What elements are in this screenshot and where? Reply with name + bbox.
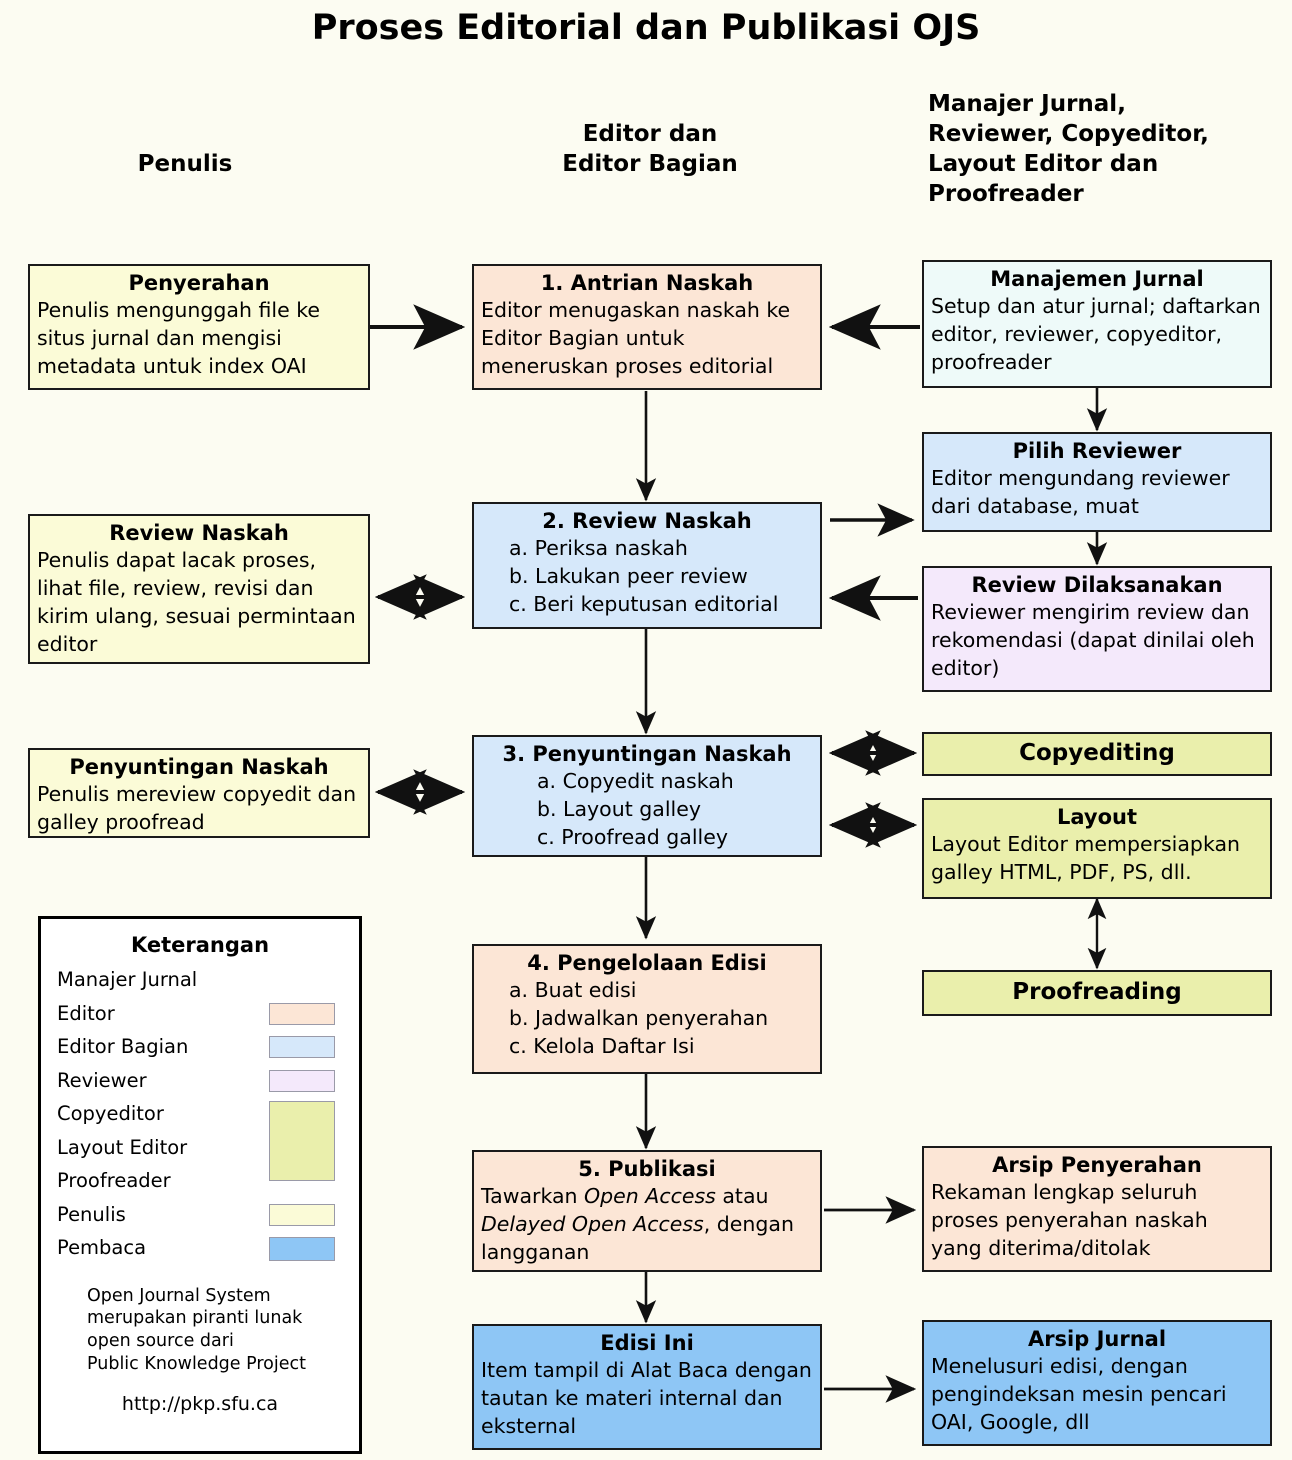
legend-row-manajer-jurnal: Manajer Jurnal <box>57 963 343 997</box>
legend-row-layout-editor: Layout Editor <box>57 1131 343 1165</box>
box-pilih-reviewer-body: Editor mengundang reviewer dari database… <box>931 466 1230 519</box>
legend-title: Keterangan <box>130 933 270 957</box>
box-penyerahan[interactable]: Penyerahan Penulis mengunggah file ke si… <box>28 264 370 390</box>
box-arsip-jurnal[interactable]: Arsip Jurnal Menelusuri edisi, dengan pe… <box>922 1320 1272 1446</box>
box-antrian-naskah[interactable]: 1. Antrian Naskah Editor menugaskan nask… <box>472 264 822 390</box>
box-arsip-jurnal-body: Menelusuri edisi, dengan pengindeksan me… <box>931 1354 1227 1435</box>
legend-swatch-editor-bagian <box>269 1036 335 1058</box>
box-publikasi-body: Tawarkan Open Access atau Delayed Open A… <box>481 1184 794 1265</box>
box-copyediting-title: Copyediting <box>1019 739 1175 766</box>
legend-row-label: Editor Bagian <box>57 1035 189 1058</box>
legend-row-editor-bagian: Editor Bagian <box>57 1030 343 1064</box>
legend-row-label: Editor <box>57 1001 115 1025</box>
box-review-naskah-title: 2. Review Naskah <box>542 509 752 533</box>
legend-swatch-reviewer <box>269 1069 335 1092</box>
legend-swatch-penulis <box>269 1203 335 1226</box>
legend-row-copyeditor: Copyeditor <box>57 1097 343 1131</box>
column-header-staff-label: Manajer Jurnal,Reviewer, Copyeditor,Layo… <box>928 91 1209 207</box>
box-review-dilaksanakan-body: Reviewer mengirim review dan rekomendasi… <box>931 600 1255 681</box>
box-pengelolaan-edisi-title: 4. Pengelolaan Edisi <box>527 951 767 975</box>
legend-swatch-copyeditor-layout-proofreader <box>269 1101 335 1181</box>
box-layout[interactable]: Layout Layout Editor mempersiapkan galle… <box>922 798 1272 899</box>
legend-swatch-pembaca <box>269 1237 335 1261</box>
box-manajemen-jurnal-body: Setup dan atur jurnal; daftarkan editor,… <box>931 294 1261 375</box>
box-review-dilaksanakan[interactable]: Review Dilaksanakan Reviewer mengirim re… <box>922 566 1272 692</box>
legend-row-label: Manajer Jurnal <box>57 968 198 991</box>
legend-row-editor: Editor <box>57 997 343 1031</box>
box-layout-body: Layout Editor mempersiapkan galley HTML,… <box>931 832 1241 885</box>
box-manajemen-jurnal-title: Manajemen Jurnal <box>990 267 1204 291</box>
column-header-penulis: Penulis <box>60 150 310 180</box>
legend-url: http://pkp.sfu.ca <box>121 1392 279 1415</box>
box-edisi-ini-title: Edisi Ini <box>600 1331 694 1355</box>
box-review-dilaksanakan-title: Review Dilaksanakan <box>971 573 1223 597</box>
legend-row-proofreader: Proofreader <box>57 1164 343 1198</box>
legend-swatch-editor <box>269 1002 335 1025</box>
box-penyuntingan-naskah-penulis-title: Penyuntingan Naskah <box>69 755 329 779</box>
legend-row-label: Reviewer <box>57 1068 147 1092</box>
legend-row-reviewer: Reviewer <box>57 1064 343 1098</box>
legend-row-label: Pembaca <box>57 1236 147 1259</box>
legend-row-label: Penulis <box>57 1202 126 1226</box>
box-arsip-penyerahan-body: Rekaman lengkap seluruh proses penyeraha… <box>931 1180 1208 1261</box>
box-penyuntingan-naskah-penulis-body: Penulis mereview copyedit dan galley pro… <box>37 782 357 835</box>
box-layout-title: Layout <box>1056 805 1137 829</box>
box-publikasi-title: 5. Publikasi <box>578 1157 716 1181</box>
box-proofreading-title: Proofreading <box>1012 978 1182 1005</box>
box-penyuntingan-naskah[interactable]: 3. Penyuntingan Naskah a. Copyedit naska… <box>472 735 822 857</box>
legend-row-penulis: Penulis <box>57 1198 343 1232</box>
box-review-naskah-penulis-body: Penulis dapat lacak proses, lihat file, … <box>37 548 356 656</box>
box-pilih-reviewer[interactable]: Pilih Reviewer Editor mengundang reviewe… <box>922 432 1272 532</box>
box-copyediting[interactable]: Copyediting <box>922 732 1272 776</box>
box-penyerahan-title: Penyerahan <box>128 271 270 295</box>
box-antrian-naskah-title: 1. Antrian Naskah <box>540 271 754 295</box>
box-arsip-penyerahan[interactable]: Arsip Penyerahan Rekaman lengkap seluruh… <box>922 1146 1272 1272</box>
legend-row-label: Proofreader <box>57 1169 171 1192</box>
box-penyuntingan-naskah-title: 3. Penyuntingan Naskah <box>502 742 792 766</box>
box-penyerahan-body: Penulis mengunggah file ke situs jurnal … <box>37 298 320 379</box>
column-header-staff: Manajer Jurnal,Reviewer, Copyeditor,Layo… <box>928 90 1278 210</box>
box-arsip-penyerahan-title: Arsip Penyerahan <box>992 1153 1202 1177</box>
box-publikasi[interactable]: 5. Publikasi Tawarkan Open Access atau D… <box>472 1150 822 1272</box>
legend-row-pembaca: Pembaca <box>57 1231 343 1265</box>
box-antrian-naskah-body: Editor menugaskan naskah ke Editor Bagia… <box>481 298 791 379</box>
box-pilih-reviewer-title: Pilih Reviewer <box>1012 439 1182 463</box>
box-proofreading[interactable]: Proofreading <box>922 970 1272 1016</box>
box-edisi-ini-body: Item tampil di Alat Baca dengan tautan k… <box>481 1358 812 1439</box>
column-header-penulis-label: Penulis <box>137 151 233 177</box>
box-manajemen-jurnal[interactable]: Manajemen Jurnal Setup dan atur jurnal; … <box>922 260 1272 388</box>
legend-row-label: Layout Editor <box>57 1135 188 1159</box>
page-title: Proses Editorial dan Publikasi OJS <box>311 8 981 48</box>
box-arsip-jurnal-title: Arsip Jurnal <box>1027 1327 1167 1351</box>
box-edisi-ini[interactable]: Edisi Ini Item tampil di Alat Baca denga… <box>472 1324 822 1450</box>
box-review-naskah-penulis-title: Review Naskah <box>109 521 289 545</box>
box-penyuntingan-naskah-penulis[interactable]: Penyuntingan Naskah Penulis mereview cop… <box>28 748 370 838</box>
box-review-naskah-penulis[interactable]: Review Naskah Penulis dapat lacak proses… <box>28 514 370 664</box>
legend-row-label: Copyeditor <box>57 1102 164 1125</box>
